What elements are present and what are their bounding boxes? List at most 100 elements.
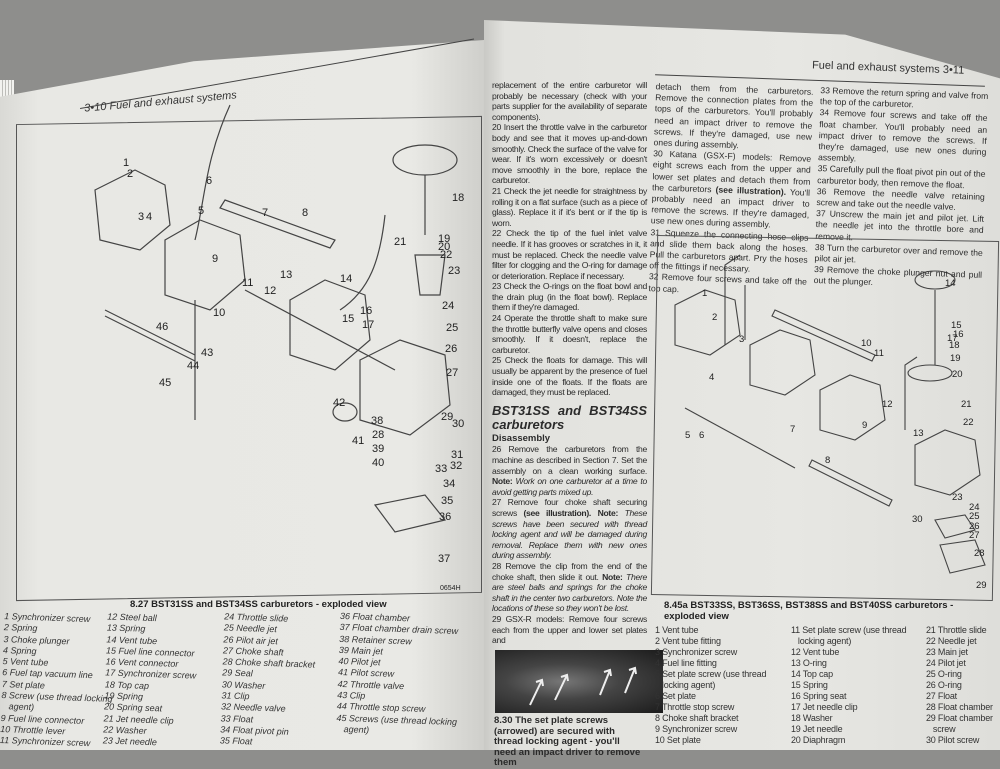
legend-item: 21 Throttle slide [926, 625, 987, 635]
left-page [0, 40, 484, 750]
throttle-valve [332, 402, 358, 422]
carburetor-body [289, 279, 371, 371]
callout-label: 14 [945, 278, 956, 289]
set-plate-lower [104, 309, 196, 362]
legend-item: 9 Synchronizer screw [655, 724, 738, 734]
note-label: Note: [492, 476, 513, 487]
callout-label: 29 [976, 580, 987, 591]
arrow-icon [624, 666, 637, 694]
callout-label: 30 [452, 418, 464, 430]
callout-label: 7 [790, 424, 795, 435]
paragraph-21: 21 Check the jet needle for straightness… [492, 185, 647, 228]
callout-label: 26 [969, 521, 980, 532]
callout-label: 45 [159, 377, 171, 389]
legend-item: 16 Spring seat [791, 691, 847, 701]
callout-label: 21 [394, 236, 406, 248]
callout-label: 15 [951, 320, 962, 331]
callout-label: 46 [156, 321, 168, 333]
legend-item: 1 Vent tube [655, 625, 699, 635]
right-figure-caption: 8.45a BST33SS, BST36SS, BST38SS and BST4… [664, 600, 954, 622]
paragraph-26: 26 Remove the carburetors from the machi… [492, 444, 647, 497]
paragraph: replacement of the entire carburetor wil… [492, 80, 647, 122]
callout-label: 24 [442, 300, 454, 312]
figure-frame [650, 235, 1000, 601]
illustration-ref: (see illustration). [523, 507, 592, 518]
note-text: Work on one carburetor at a time to avoi… [492, 476, 647, 497]
paragraph-27: 27 Remove four choke shaft securing scre… [492, 497, 647, 561]
paragraph-22: 22 Check the tip of the fuel inlet valve… [492, 228, 647, 281]
paragraph-25: 25 Check the floats for damage. This wil… [492, 355, 647, 398]
legend-item: 11 Set plate screw (use thread [791, 625, 907, 635]
legend-item: 22 Needle jet [926, 636, 977, 646]
legend-column: 11 Set plate screw (use thread locking a… [791, 625, 907, 746]
callout-label: 9 [862, 420, 867, 431]
callout-label: 7 [262, 207, 268, 219]
paragraph-28: 28 Remove the clip from the end of the c… [492, 561, 647, 614]
callout-label: 10 [861, 338, 872, 349]
paragraph-29: 29 GSX-R models: Remove four screws each… [492, 613, 647, 646]
callout-label: 31 [451, 449, 463, 461]
callout-label: 4 [146, 211, 152, 223]
legend-item: 24 Pilot jet [926, 658, 966, 668]
callout-label: 22 [963, 417, 974, 428]
callout-label: 10 [213, 307, 225, 319]
callout-label: 11 [874, 348, 884, 359]
carburetor-body [819, 374, 886, 441]
note-text: These screws have been secured with thre… [492, 507, 647, 561]
carburetor-body [749, 329, 816, 396]
callout-label: 38 [371, 415, 383, 427]
callout-label: 33 [435, 463, 447, 475]
callout-label: 44 [187, 360, 199, 372]
note-label: Note: [597, 507, 619, 518]
callout-label: 12 [264, 285, 276, 297]
callout-label: 35 [441, 495, 453, 507]
rod [684, 407, 796, 469]
callout-label: 17 [362, 319, 374, 331]
text: 28 Remove the clip from the end of the c… [492, 560, 647, 582]
callout-label: 28 [372, 429, 384, 441]
callout-label: 25 [446, 322, 458, 334]
text: 26 Remove the carburetors from the machi… [492, 444, 647, 476]
callout-label: 29 [441, 411, 453, 423]
legend-item: 18 Washer [791, 713, 833, 723]
callout-label: 27 [969, 530, 980, 541]
choke-shaft [244, 289, 396, 371]
arrow-icons [529, 666, 637, 706]
legend-item: 6 Set plate [655, 691, 696, 701]
callout-label: 19 [950, 353, 961, 364]
callout-label: 21 [961, 399, 972, 410]
callout-label: 18 [949, 340, 960, 351]
callout-label: 23 [448, 265, 460, 277]
callout-label: 32 [450, 460, 462, 472]
callout-label: 1 [123, 157, 129, 169]
paragraph-34: 34 Remove four screws and take off the f… [817, 107, 988, 164]
callout-label: 6 [206, 175, 212, 187]
vent-tubes [724, 254, 918, 430]
callout-label: 18 [452, 192, 464, 204]
paragraph-20: 20 Insert the throttle valve in the carb… [492, 122, 647, 186]
legend-item: locking agent) [791, 636, 852, 646]
legend-item: screw [926, 724, 956, 734]
legend-item: 5 Set plate screw (use thread [655, 669, 767, 679]
callout-label: 3 [739, 334, 744, 345]
callout-label: 15 [342, 313, 354, 325]
callout-label: 23 [952, 492, 963, 503]
vent-tube [339, 214, 386, 311]
right-exploded-diagram [674, 254, 986, 574]
figure-code: 0654H [440, 585, 461, 592]
callout-label: 11 [242, 277, 253, 289]
callout-label: 13 [913, 428, 924, 439]
legend-item: 19 Jet needle [791, 724, 843, 734]
callout-label: 27 [446, 367, 458, 379]
callout-label: 28 [974, 548, 985, 559]
legend-item: 3 Synchronizer screw [655, 647, 738, 657]
note-label: Note: [602, 571, 623, 582]
callout-label: 5 [198, 205, 204, 217]
paragraph-29-cont: detach them from the carburetors. Remove… [653, 81, 814, 151]
legend-item: 13 O-ring [791, 658, 827, 668]
left-exploded-diagram [94, 104, 458, 533]
